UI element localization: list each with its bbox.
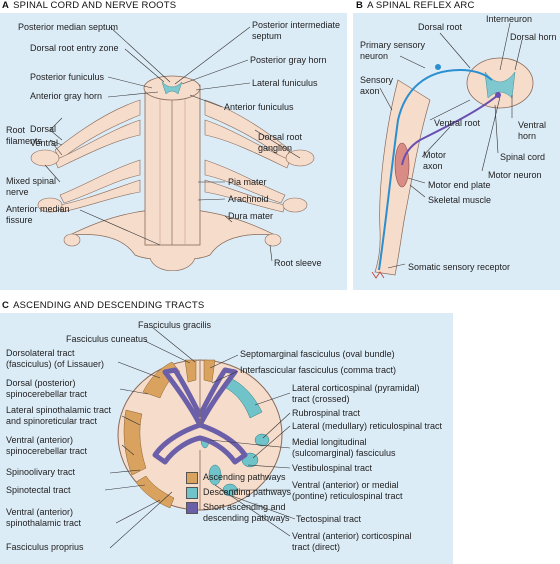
label-dorsolateral-tract: Dorsolateral tract (fasciculus) (of Liss… — [6, 348, 105, 369]
legend-item-short: Short ascending and descending pathways — [186, 502, 303, 524]
label-root-filaments: Root filaments — [6, 125, 43, 146]
label-septomarginal-fasciculus: Septomarginal fasciculus (oval bundle) — [240, 349, 395, 359]
label-fasciculus-gracilis: Fasciculus gracilis — [138, 320, 212, 330]
label-posterior-median-septum: Posterior median septum — [18, 22, 119, 32]
label-spinal-cord: Spinal cord — [500, 152, 546, 162]
label-lateral-corticospinal: Lateral corticospinal (pyramidal) tract … — [292, 383, 420, 404]
label-dorsal-root: Dorsal root — [418, 22, 463, 32]
label-lateral-funiculus: Lateral funiculus — [252, 78, 318, 88]
label-ventral: Ventral — [30, 138, 59, 148]
label-ventral-root: Ventral root — [434, 118, 481, 128]
label-somatic-sensory-receptor: Somatic sensory receptor — [408, 262, 511, 272]
label-pia-mater: Pia mater — [228, 177, 267, 187]
label-dura-mater: Dura mater — [228, 211, 274, 221]
label-spinotectal: Spinotectal tract — [6, 485, 71, 495]
label-dorsal: Dorsal — [30, 124, 57, 134]
label-posterior-funiculus: Posterior funiculus — [30, 72, 105, 82]
label-lateral-reticulospinal: Lateral (medullary) reticulospinal tract — [292, 421, 443, 431]
label-fasciculus-proprius: Fasciculus proprius — [6, 542, 84, 552]
panel-c-letter: C — [2, 300, 10, 311]
label-anterior-median-fissure: Anterior median fissure — [6, 204, 70, 225]
tract-legend: Ascending pathways Descending pathways S… — [186, 472, 303, 527]
panel-b-letter: B — [356, 0, 364, 11]
label-ventral-reticulospinal: Ventral (anterior) or medial (pontine) r… — [292, 480, 403, 501]
label-ventral-spinocerebellar: Ventral (anterior) spinocerebellar tract — [6, 435, 88, 456]
legend-swatch-ascending — [186, 472, 198, 484]
label-mixed-spinal-nerve: Mixed spinal nerve — [6, 176, 57, 197]
label-anterior-funiculus: Anterior funiculus — [224, 102, 294, 112]
label-sensory-axon: Sensory axon — [360, 75, 394, 96]
label-dorsal-root-ganglion: Dorsal root ganglion — [258, 132, 303, 153]
label-dorsal-spinocerebellar: Dorsal (posterior) spinocerebellar tract — [6, 378, 88, 399]
label-motor-axon: Motor axon — [423, 150, 447, 171]
label-ventral-spinothalamic: Ventral (anterior) spinothalamic tract — [6, 507, 82, 528]
label-medial-longitudinal: Medial longitudinal (sulcomarginal) fasc… — [292, 437, 396, 458]
label-fasciculus-cuneatus: Fasciculus cuneatus — [66, 334, 148, 344]
legend-item-ascending: Ascending pathways — [186, 472, 303, 484]
label-posterior-intermediate-septum: Posterior intermediate septum — [252, 20, 341, 41]
label-skeletal-muscle: Skeletal muscle — [428, 195, 492, 205]
label-posterior-gray-horn: Posterior gray horn — [250, 55, 327, 65]
legend-item-descending: Descending pathways — [186, 487, 303, 499]
label-rubrospinal: Rubrospinal tract — [292, 408, 361, 418]
label-dorsal-horn: Dorsal horn — [510, 32, 557, 42]
label-motor-end-plate: Motor end plate — [428, 180, 491, 190]
label-interneuron: Interneuron — [486, 14, 533, 24]
label-anterior-gray-horn: Anterior gray horn — [30, 91, 103, 101]
label-dorsal-root-entry-zone: Dorsal root entry zone — [30, 43, 119, 53]
label-ventral-corticospinal: Ventral (anterior) corticospinal tract (… — [292, 531, 412, 552]
label-primary-sensory-neuron: Primary sensory neuron — [360, 40, 426, 61]
panel-a-letter: A — [2, 0, 10, 11]
legend-swatch-short — [186, 502, 198, 514]
label-root-sleeve: Root sleeve — [274, 258, 322, 268]
label-tectospinal: Tectospinal tract — [296, 514, 362, 524]
legend-swatch-descending — [186, 487, 198, 499]
label-ventral-horn: Ventral horn — [518, 120, 547, 141]
label-arachnoid: Arachnoid — [228, 194, 269, 204]
label-spinoolivary: Spinoolivary tract — [6, 467, 76, 477]
label-motor-neuron: Motor neuron — [488, 170, 542, 180]
label-interfascicular-fasciculus: Interfascicular fasciculus (comma tract) — [240, 365, 397, 375]
label-vestibulospinal: Vestibulospinal tract — [292, 463, 373, 473]
label-lateral-spinothalamic: Lateral spinothalamic tract and spinoret… — [6, 405, 112, 426]
